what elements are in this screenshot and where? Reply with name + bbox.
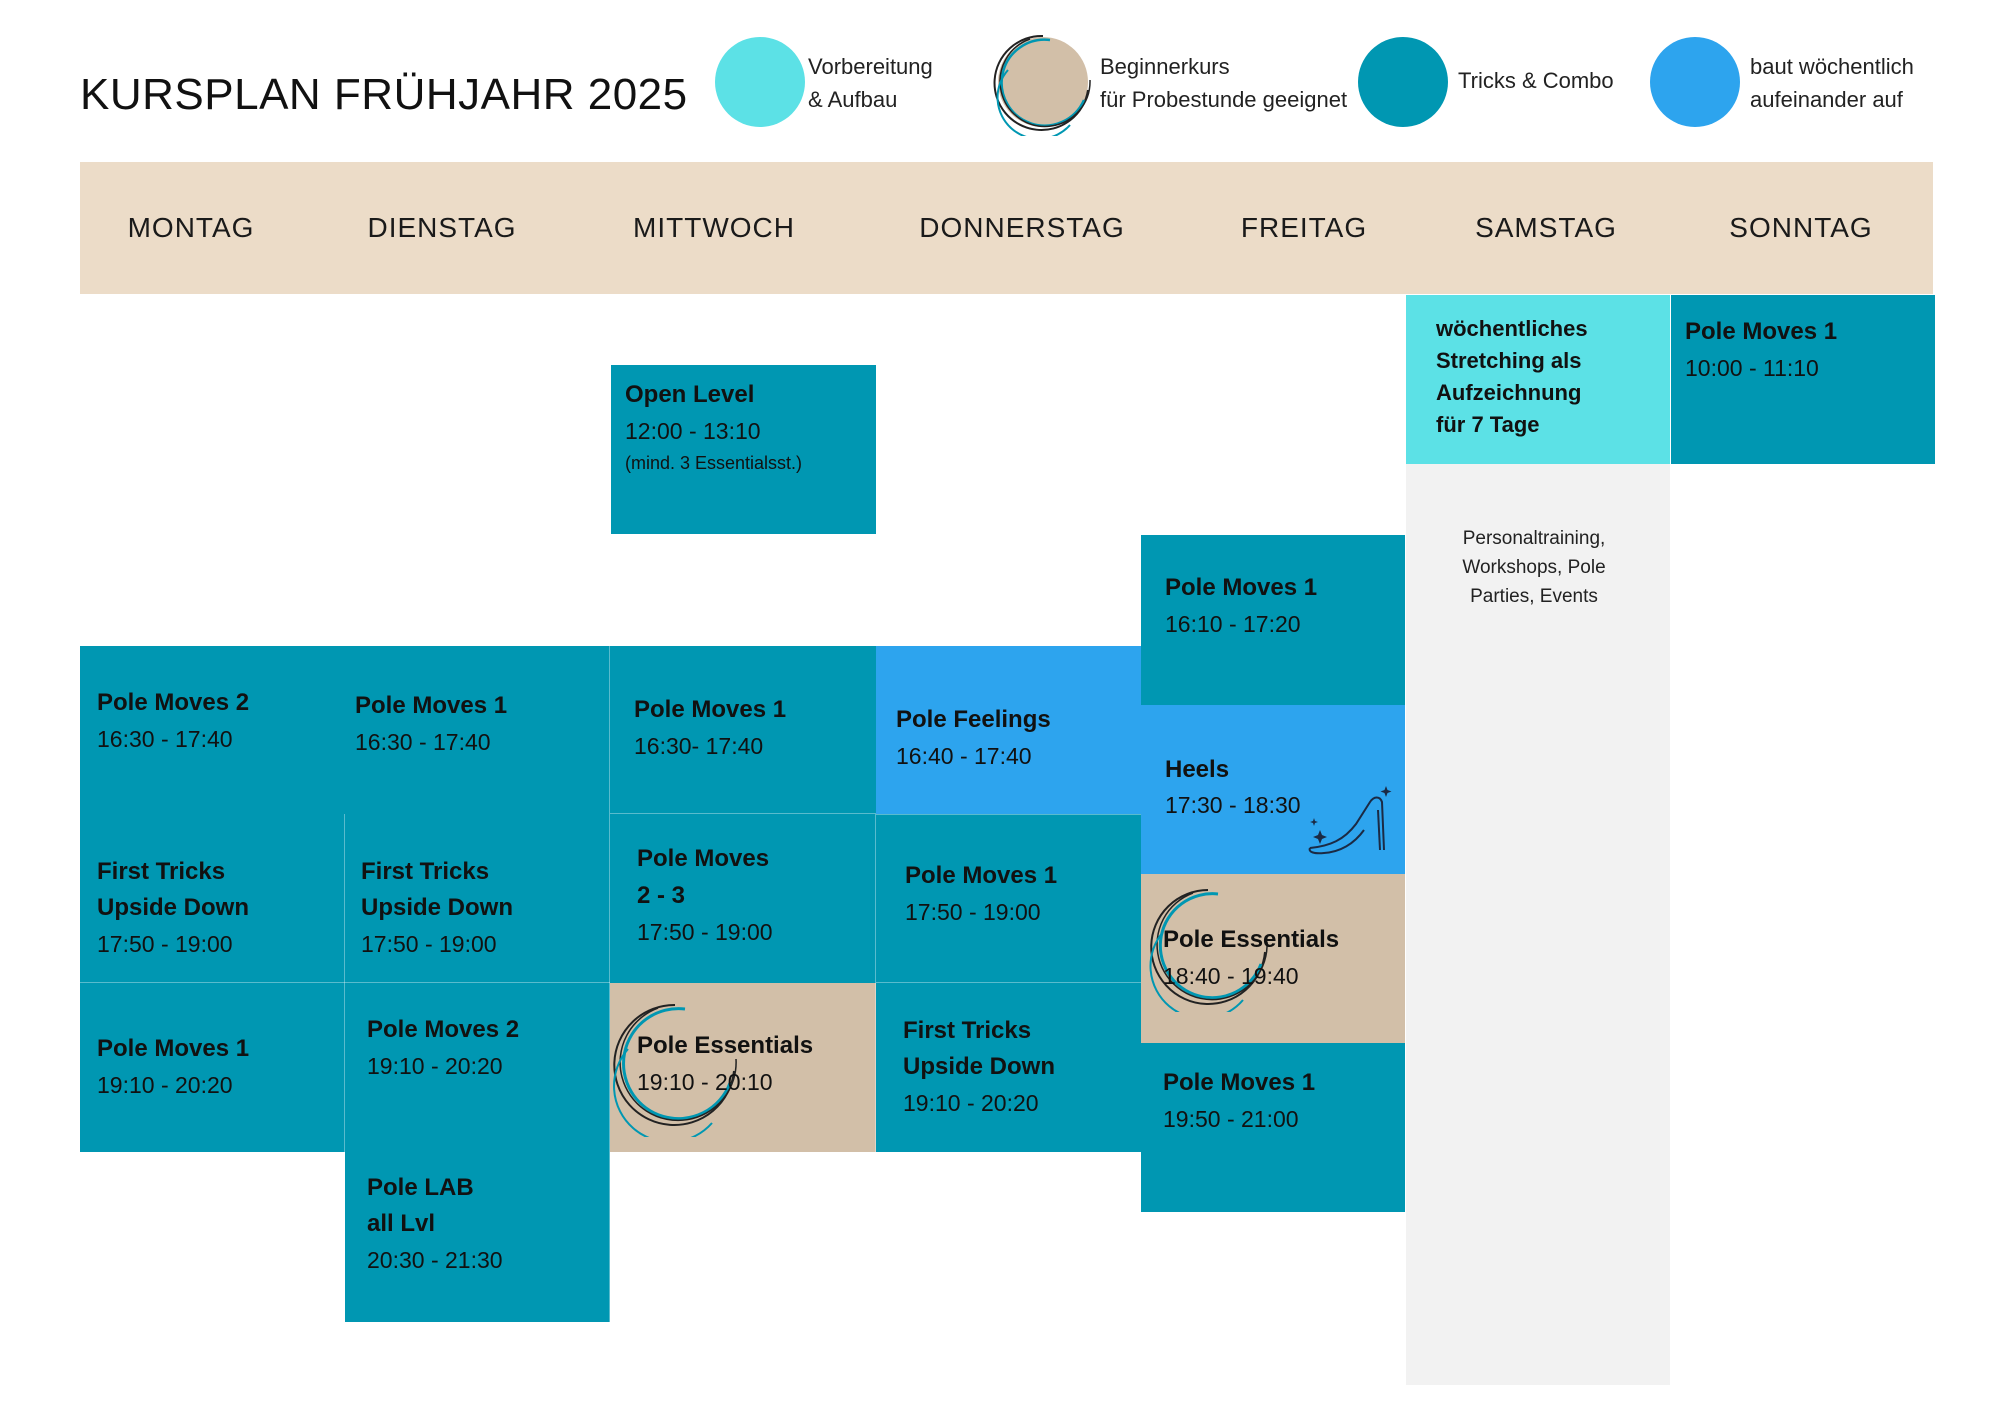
course-dienstag-pole-moves-1[interactable]: Pole Moves 1 16:30 - 17:40 xyxy=(345,646,610,814)
legend-dot-tricks xyxy=(1358,37,1448,127)
high-heel-icon xyxy=(1308,786,1392,855)
course-mittwoch-pole-moves-2-3[interactable]: Pole Moves 2 - 3 17:50 - 19:00 xyxy=(610,814,876,983)
stretching-label: wöchentliches Stretching als Aufzeichnun… xyxy=(1436,316,1588,437)
legend-dot-wochentlich xyxy=(1650,37,1740,127)
grid-divider xyxy=(344,814,345,1152)
samstag-info: Personaltraining, Workshops, Pole Partie… xyxy=(1462,528,1606,607)
grid-divider xyxy=(80,982,610,983)
course-freitag-heels[interactable]: Heels 17:30 - 18:30 xyxy=(1141,705,1405,874)
day-donnerstag: DONNERSTAG xyxy=(919,212,1125,243)
course-dienstag-first-tricks[interactable]: First Tricks Upside Down 17:50 - 19:00 xyxy=(345,814,610,983)
samstag-panel xyxy=(1406,295,1670,1385)
grid-divider xyxy=(609,646,610,1322)
course-freitag-pole-moves-1-a[interactable]: Pole Moves 1 16:10 - 17:20 xyxy=(1141,535,1405,705)
grid-divider xyxy=(875,814,876,1152)
swirl-ring-icon xyxy=(613,1003,737,1137)
day-samstag: SAMSTAG xyxy=(1475,212,1617,243)
day-montag: MONTAG xyxy=(127,212,255,243)
course-freitag-pole-moves-1-b[interactable]: Pole Moves 1 19:50 - 21:00 xyxy=(1141,1043,1405,1212)
course-montag-first-tricks[interactable]: First Tricks Upside Down 17:50 - 19:00 xyxy=(80,814,345,983)
weekday-header xyxy=(80,162,1933,294)
day-sonntag: SONNTAG xyxy=(1729,212,1873,243)
course-donnerstag-pole-moves-1[interactable]: Pole Moves 1 17:50 - 19:00 xyxy=(876,814,1141,983)
grid-divider xyxy=(610,813,876,814)
course-dienstag-pole-moves-2[interactable]: Pole Moves 2 19:10 - 20:20 xyxy=(345,983,610,1152)
course-montag-pole-moves-2[interactable]: Pole Moves 2 16:30 - 17:40 xyxy=(80,646,345,814)
day-mittwoch: MITTWOCH xyxy=(633,212,795,243)
day-dienstag: DIENSTAG xyxy=(367,212,517,243)
grid-divider xyxy=(876,982,1141,983)
page-title: KURSPLAN FRÜHJAHR 2025 xyxy=(80,70,688,119)
day-freitag: FREITAG xyxy=(1240,212,1368,243)
legend-label-vorbereitung: Vorbereitung& Aufbau xyxy=(808,54,933,112)
swirl-ring-icon xyxy=(993,34,1091,136)
course-mittwoch-pole-moves-1[interactable]: Pole Moves 1 16:30- 17:40 xyxy=(610,646,876,814)
legend-dot-vorbereitung xyxy=(715,37,805,127)
course-mittwoch-open-level[interactable]: Open Level 12:00 - 13:10 (mind. 3 Essent… xyxy=(611,365,876,534)
course-montag-pole-moves-1[interactable]: Pole Moves 1 19:10 - 20:20 xyxy=(80,983,345,1152)
course-donnerstag-pole-feelings[interactable]: Pole Feelings 16:40 - 17:40 xyxy=(876,646,1141,814)
swirl-ring-icon xyxy=(1149,889,1268,1012)
course-mittwoch-pole-essentials[interactable]: Pole Essentials 19:10 - 20:10 xyxy=(610,983,876,1152)
course-samstag-stretching[interactable] xyxy=(1406,295,1670,464)
legend-label-tricks: Tricks & Combo xyxy=(1458,68,1614,93)
course-freitag-pole-essentials[interactable]: Pole Essentials 18:40 - 19:40 xyxy=(1141,874,1405,1043)
course-sonntag-pole-moves-1[interactable]: Pole Moves 1 10:00 - 11:10 xyxy=(1671,295,1935,464)
course-dienstag-pole-lab[interactable]: Pole LAB all Lvl 20:30 - 21:30 xyxy=(345,1152,610,1322)
grid-divider xyxy=(876,814,1141,815)
course-donnerstag-first-tricks[interactable]: First Tricks Upside Down 19:10 - 20:20 xyxy=(876,983,1141,1152)
